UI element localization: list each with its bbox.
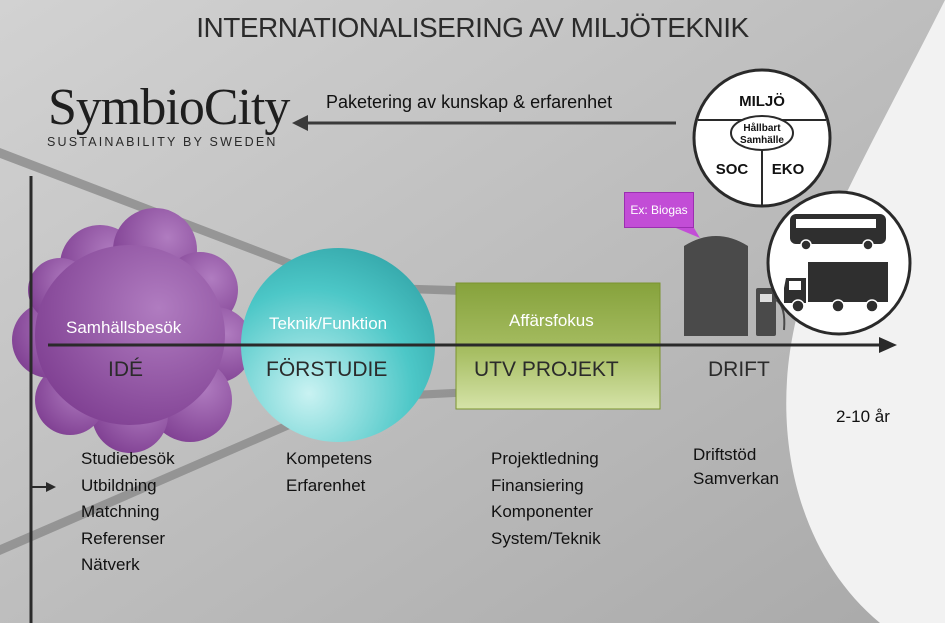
- circle-center-label-2: Samhälle: [740, 135, 784, 146]
- ide-focus-label: Samhällsbesök: [66, 318, 182, 337]
- packaging-arrow-head: [292, 115, 308, 131]
- list-item: Matchning: [81, 502, 160, 521]
- side-arrow-head: [46, 482, 56, 492]
- bus-icon: [790, 214, 886, 251]
- stage-drift: DRIFT: [708, 358, 770, 381]
- biogas-tank-icon: [684, 236, 748, 336]
- list-item: Finansiering: [491, 475, 584, 495]
- symbiocity-logo: SymbioCity: [48, 79, 290, 136]
- list-item: Komponenter: [491, 502, 594, 521]
- duration-label: 2-10 år: [836, 407, 890, 426]
- list-item: Projektledning: [491, 449, 599, 468]
- list-item: Referenser: [81, 528, 166, 548]
- utv-projekt-focus-label: Affärsfokus: [509, 311, 594, 330]
- utv-projekt-items-list: Projektledning Finansiering Komponenter …: [491, 446, 601, 552]
- list-item: Driftstöd: [693, 445, 757, 464]
- drift-items-list: Driftstöd Samverkan: [693, 443, 779, 491]
- list-item: Kompetens: [286, 449, 372, 468]
- timeline-arrow-head: [879, 337, 897, 353]
- page-title: INTERNATIONALISERING AV MILJÖTEKNIK: [196, 12, 749, 43]
- circle-center-label-1: Hållbart: [743, 122, 781, 134]
- list-item: Nätverk: [81, 555, 140, 574]
- biogas-callout: Ex: Biogas: [624, 192, 694, 228]
- truck-icon: [784, 262, 888, 313]
- list-item: Utbildning: [81, 475, 157, 495]
- logo-tagline: SUSTAINABILITY BY SWEDEN: [47, 135, 278, 149]
- circle-right-label: EKO: [772, 161, 805, 178]
- packaging-arrow-label: Paketering av kunskap & erfarenhet: [326, 92, 613, 112]
- list-item: Samverkan: [693, 469, 779, 488]
- list-item: Studiebesök: [81, 449, 175, 468]
- list-item: Erfarenhet: [286, 475, 366, 495]
- forstudie-focus-label: Teknik/Funktion: [269, 314, 388, 333]
- ide-cloud-shape: [12, 208, 253, 453]
- forstudie-items-list: Kompetens Erfarenhet: [286, 446, 372, 499]
- stage-utv-projekt: UTV PROJEKT: [474, 358, 619, 381]
- callout-pointer: [676, 228, 700, 238]
- list-item: System/Teknik: [491, 528, 601, 548]
- stage-ide: IDÉ: [108, 358, 144, 381]
- sustainability-circle: MILJÖ Hållbart Samhälle SOC EKO: [692, 68, 832, 208]
- stage-forstudie: FÖRSTUDIE: [266, 358, 388, 381]
- circle-left-label: SOC: [716, 161, 749, 178]
- circle-top-label: MILJÖ: [739, 93, 785, 110]
- ide-items-list: Studiebesök Utbildning Matchning Referen…: [81, 446, 175, 579]
